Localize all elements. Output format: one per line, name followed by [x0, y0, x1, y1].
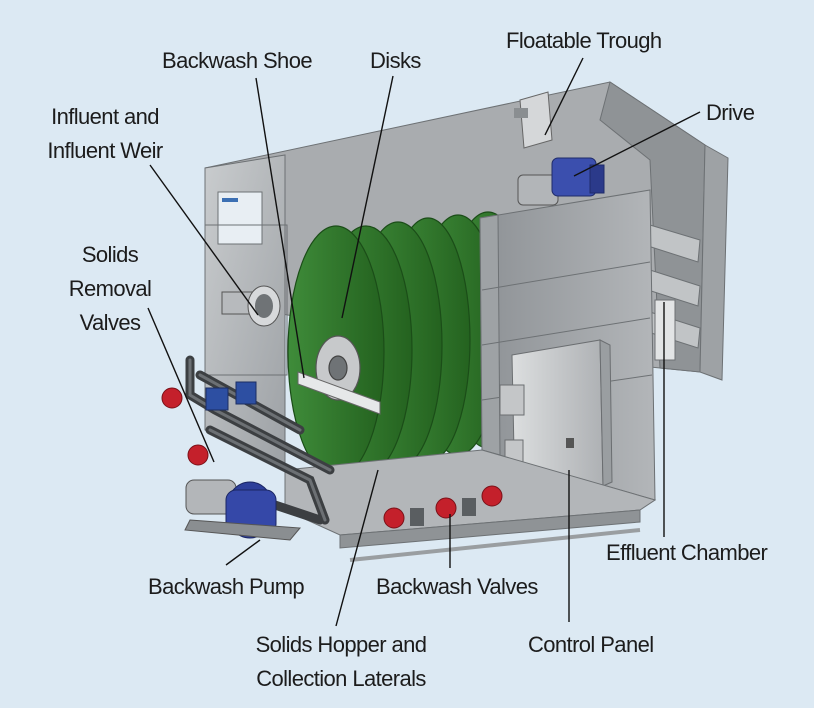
floatable-trough — [514, 91, 553, 149]
leader-solids-hopper — [335, 469, 379, 627]
label-control-panel: Control Panel — [528, 632, 654, 657]
label-solids-removal-line1: Solids — [81, 242, 139, 267]
effluent-chamber-baffles — [647, 224, 701, 361]
drive-motor — [517, 157, 605, 206]
label-disks: Disks — [370, 48, 421, 73]
leader-drive — [573, 111, 701, 177]
control-panel-box — [499, 339, 613, 501]
label-solids-removal-line2: Removal — [68, 276, 152, 301]
leader-backwash-pump — [225, 539, 261, 566]
label-solids-hopper-line1: Solids Hopper and — [255, 632, 427, 657]
leader-disks — [341, 75, 394, 319]
label-drive: Drive — [706, 100, 755, 125]
backwash-valves — [383, 485, 503, 529]
label-effluent-chamber: Effluent Chamber — [606, 540, 768, 565]
label-backwash-valves: Backwash Valves — [376, 574, 538, 599]
solids-removal-valves — [161, 381, 257, 466]
label-solids-removal-line3: Valves — [79, 310, 141, 335]
label-backwash-shoe: Backwash Shoe — [162, 48, 313, 73]
label-influent: Influent and Influent Weir — [40, 100, 170, 168]
influent-pipe — [221, 285, 281, 327]
label-solids-hopper: Solids Hopper and Collection Laterals — [246, 628, 436, 696]
label-influent-line2: Influent Weir — [47, 138, 163, 163]
leader-influent — [149, 164, 259, 316]
label-solids-hopper-line2: Collection Laterals — [256, 666, 426, 691]
leader-backwash-shoe — [255, 77, 305, 379]
leader-floatable-trough — [544, 57, 584, 136]
backwash-pump — [184, 479, 302, 541]
label-floatable-trough: Floatable Trough — [506, 28, 662, 53]
leader-lines — [147, 57, 701, 627]
backwash-shoe-bar — [297, 371, 381, 415]
leader-solids-removal — [147, 307, 215, 463]
label-influent-line1: Influent and — [51, 104, 159, 129]
label-solids-removal: Solids Removal Valves — [55, 238, 165, 340]
label-backwash-pump: Backwash Pump — [148, 574, 305, 599]
